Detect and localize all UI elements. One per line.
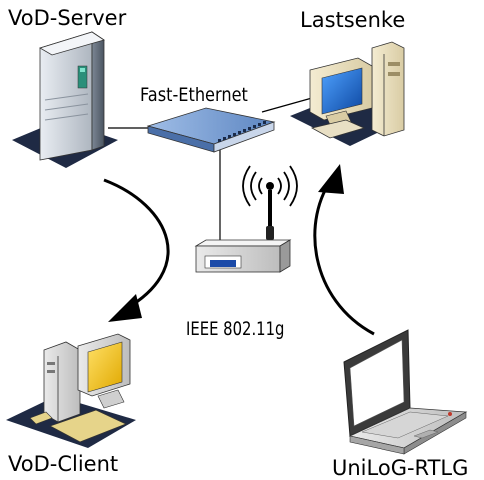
link-switch-lastsenke [261, 97, 313, 113]
arrow-head-lastsenke [318, 164, 344, 194]
access-point-icon [194, 190, 292, 273]
laptop-icon [343, 329, 468, 455]
arrow-head-client [108, 294, 142, 322]
lastsenke-label: Lastsenke [300, 8, 406, 32]
fast-ethernet-label: Fast-Ethernet [140, 84, 248, 106]
ieee-label: IEEE 802.11g [186, 318, 285, 340]
arrow-rtlg-to-lastsenke [313, 175, 375, 336]
vod-client-label: VoD-Client [8, 452, 119, 476]
client-pc-icon [6, 333, 136, 448]
server-icon [12, 31, 118, 168]
flow-arrows [103, 175, 375, 336]
desktop-icon [290, 41, 405, 146]
vod-server-label: VoD-Server [8, 6, 127, 30]
unilog-rtlg-label: UniLoG-RTLG [332, 456, 469, 480]
arrow-server-to-client [103, 178, 170, 314]
wifi-waves-icon [242, 165, 298, 207]
switch-icon [146, 107, 276, 153]
